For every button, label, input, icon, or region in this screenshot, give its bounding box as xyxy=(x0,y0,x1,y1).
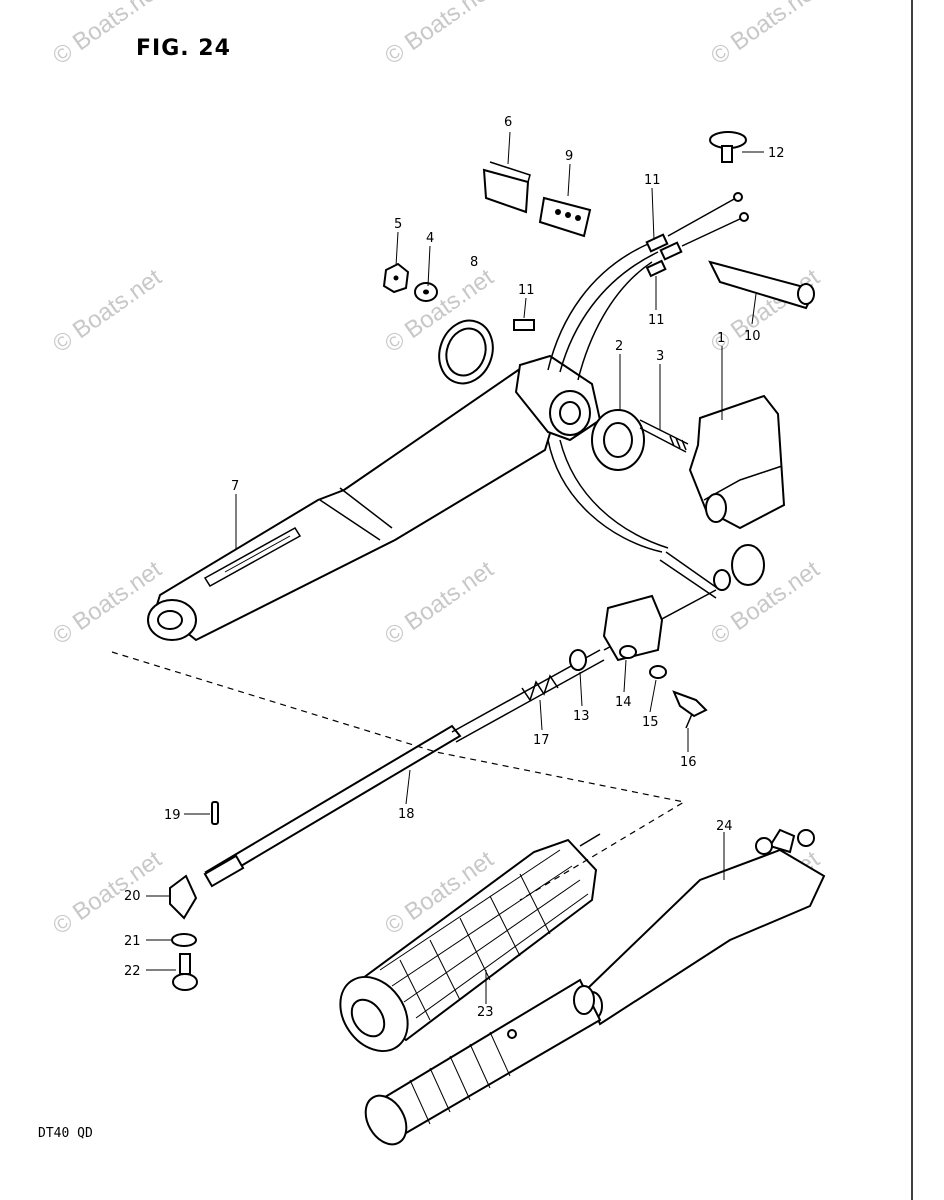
screw-icon xyxy=(172,953,198,991)
assembly-line xyxy=(111,651,686,901)
callout-15: 15 xyxy=(642,715,659,730)
lower-grip-icon xyxy=(364,978,602,1146)
damper-plate-icon xyxy=(538,196,592,238)
pin-icon xyxy=(211,801,219,825)
callout-11: 11 xyxy=(518,283,535,298)
callout-6: 6 xyxy=(504,115,512,130)
callout-2: 2 xyxy=(615,339,623,354)
nut-icon xyxy=(382,262,410,294)
callout-18: 18 xyxy=(398,807,415,822)
bracket-icon xyxy=(708,260,815,310)
callout-21: 21 xyxy=(124,934,141,949)
throttle-shaft-icon xyxy=(203,544,765,888)
clip-icon xyxy=(513,319,535,331)
callout-1: 1 xyxy=(717,331,725,346)
callout-11: 11 xyxy=(648,313,665,328)
callout-24: 24 xyxy=(716,819,733,834)
screw-icon xyxy=(709,131,747,163)
figure-title: FIG. 24 xyxy=(136,36,231,61)
washer-icon xyxy=(414,282,438,302)
callout-9: 9 xyxy=(565,149,573,164)
callout-22: 22 xyxy=(124,964,141,979)
callout-5: 5 xyxy=(394,217,402,232)
callout-8: 8 xyxy=(470,255,478,270)
callout-7: 7 xyxy=(231,479,239,494)
cover-icon xyxy=(688,394,786,530)
callout-19: 19 xyxy=(164,808,181,823)
cap-icon xyxy=(169,874,198,920)
rubber-pad-icon xyxy=(482,161,531,214)
callout-10: 10 xyxy=(744,329,761,344)
callout-14: 14 xyxy=(615,695,632,710)
callout-labels: 1 2 3 4 5 6 7 8 9 10 11 11 11 12 13 14 1… xyxy=(124,115,785,1020)
bolt-icon xyxy=(639,419,689,453)
throttle-grip-icon xyxy=(339,833,601,1053)
bolt-icon xyxy=(672,690,708,729)
callout-23: 23 xyxy=(477,1005,494,1020)
model-code: DT40 QD xyxy=(38,1126,93,1141)
callout-16: 16 xyxy=(680,755,697,770)
callout-13: 13 xyxy=(573,709,590,724)
lock-washer-icon xyxy=(171,933,197,947)
tiller-handle-icon xyxy=(147,354,602,642)
leader-lines xyxy=(146,131,764,1004)
callout-20: 20 xyxy=(124,889,141,904)
callout-4: 4 xyxy=(426,231,434,246)
bushing-icon xyxy=(591,409,645,471)
washer-icon xyxy=(649,665,667,679)
o-ring-icon xyxy=(438,319,494,385)
callout-17: 17 xyxy=(533,733,550,748)
cable-assembly-icon xyxy=(547,192,749,599)
callout-11: 11 xyxy=(644,173,661,188)
tiller-extension-icon xyxy=(581,828,826,1026)
callout-3: 3 xyxy=(656,349,664,364)
callout-12: 12 xyxy=(768,146,785,161)
